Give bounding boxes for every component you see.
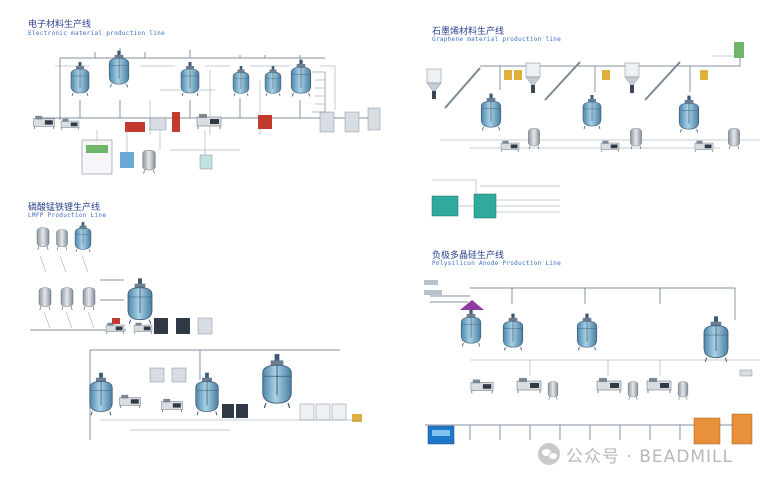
electronic-title-en: Electronic material production line <box>28 30 165 37</box>
graphene-title-en: Graphene material production line <box>432 36 562 43</box>
watermark: 公众号 · BEADMILL <box>538 440 733 468</box>
lmfp-title-en: LMFP Production Line <box>28 212 107 219</box>
lmfp-title-zh: 磷酸锰铁锂生产线 <box>28 203 101 213</box>
lmfp-process-diagram <box>30 222 362 440</box>
electronic-process-diagram <box>33 48 381 175</box>
graphene-title-zh: 石墨烯材料生产线 <box>432 27 505 37</box>
wechat-icon <box>538 443 560 465</box>
watermark-text: 公众号 · BEADMILL <box>566 446 733 467</box>
graphene-process-diagram <box>426 42 760 219</box>
anode-title-en: Polysilicon Anode Production Line <box>432 260 562 267</box>
anode-process-diagram <box>424 280 760 445</box>
electronic-title-zh: 电子材料生产线 <box>28 20 92 30</box>
anode-title-zh: 负极多晶硅生产线 <box>432 251 505 261</box>
